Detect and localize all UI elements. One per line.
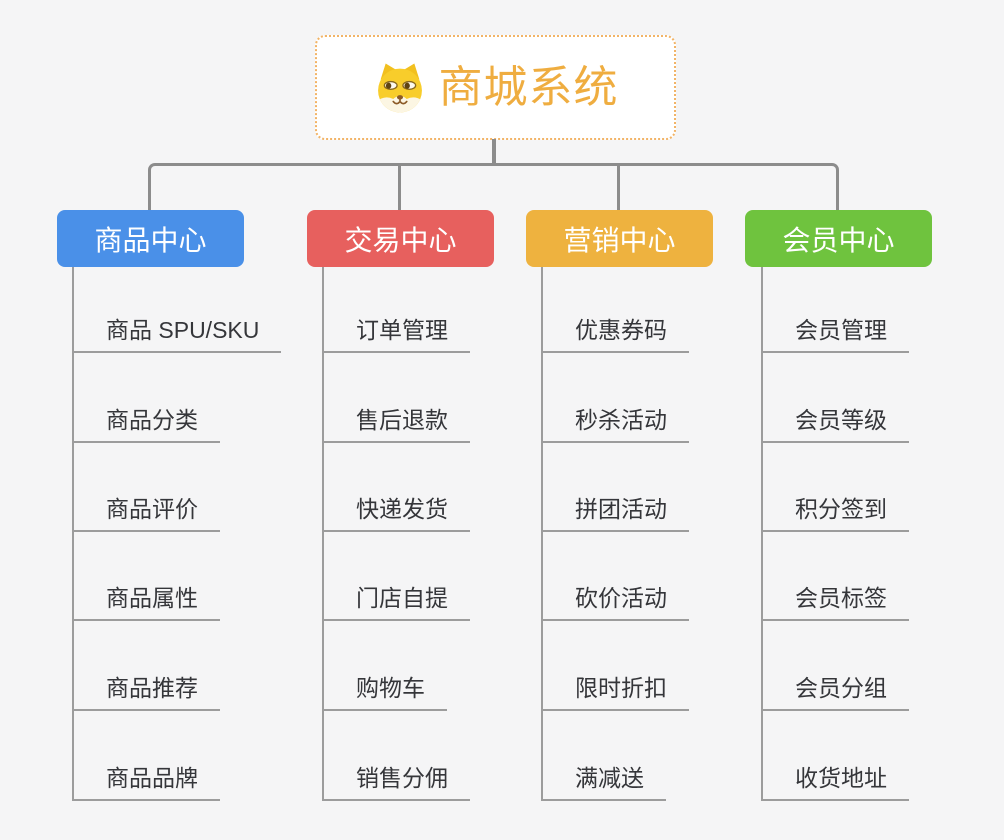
root-node[interactable]: 商城系统 (315, 35, 676, 140)
branch-node-product[interactable]: 商品中心 (57, 210, 244, 267)
leaf-node[interactable]: 收货地址 (761, 765, 909, 801)
leaf-node[interactable]: 商品 SPU/SKU (72, 317, 282, 353)
connector-drop-3 (617, 166, 620, 210)
connector-elbow-right (495, 163, 839, 210)
branch-children-trade: 订单管理 售后退款 快递发货 门店自提 购物车 销售分佣 (322, 267, 582, 807)
leaf-node[interactable]: 门店自提 (322, 585, 470, 621)
branch-children-product: 商品 SPU/SKU 商品分类 商品评价 商品属性 商品推荐 商品品牌 (72, 267, 332, 807)
leaf-node[interactable]: 售后退款 (322, 407, 470, 443)
leaf-node[interactable]: 拼团活动 (541, 496, 689, 532)
branch-children-member: 会员管理 会员等级 积分签到 会员标签 会员分组 收货地址 (761, 267, 1004, 807)
leaf-node[interactable]: 秒杀活动 (541, 407, 689, 443)
leaf-node[interactable]: 商品评价 (72, 496, 220, 532)
leaf-node[interactable]: 销售分佣 (322, 765, 470, 801)
leaf-node[interactable]: 优惠券码 (541, 317, 689, 353)
root-title: 商城系统 (438, 62, 619, 112)
connector-drop-2 (398, 166, 401, 210)
leaf-node[interactable]: 会员管理 (761, 317, 909, 353)
leaf-node[interactable]: 快递发货 (322, 496, 470, 532)
leaf-node[interactable]: 积分签到 (761, 496, 909, 532)
leaf-node[interactable]: 会员标签 (761, 585, 909, 621)
leaf-node[interactable]: 订单管理 (322, 317, 470, 353)
branch-node-trade[interactable]: 交易中心 (307, 210, 494, 267)
branch-children-marketing: 优惠券码 秒杀活动 拼团活动 砍价活动 限时折扣 满减送 (541, 267, 801, 807)
leaf-node[interactable]: 限时折扣 (541, 675, 689, 711)
leaf-node[interactable]: 商品推荐 (72, 675, 220, 711)
leaf-node[interactable]: 满减送 (541, 765, 666, 801)
leaf-node[interactable]: 商品品牌 (72, 765, 220, 801)
branch-label: 营销中心 (563, 224, 676, 256)
leaf-node[interactable]: 会员等级 (761, 407, 909, 443)
branch-node-marketing[interactable]: 营销中心 (526, 210, 713, 267)
dog-face-icon (377, 63, 422, 112)
branch-label: 交易中心 (344, 224, 457, 256)
connector-elbow-left (148, 163, 495, 210)
leaf-node[interactable]: 砍价活动 (541, 585, 689, 621)
branch-label: 商品中心 (94, 224, 207, 256)
leaf-node[interactable]: 商品分类 (72, 407, 220, 443)
leaf-node[interactable]: 会员分组 (761, 675, 909, 711)
connector-root-drop (492, 139, 496, 166)
leaf-node[interactable]: 商品属性 (72, 585, 220, 621)
branch-node-member[interactable]: 会员中心 (745, 210, 932, 267)
leaf-node[interactable]: 购物车 (322, 675, 447, 711)
branch-label: 会员中心 (782, 224, 895, 256)
